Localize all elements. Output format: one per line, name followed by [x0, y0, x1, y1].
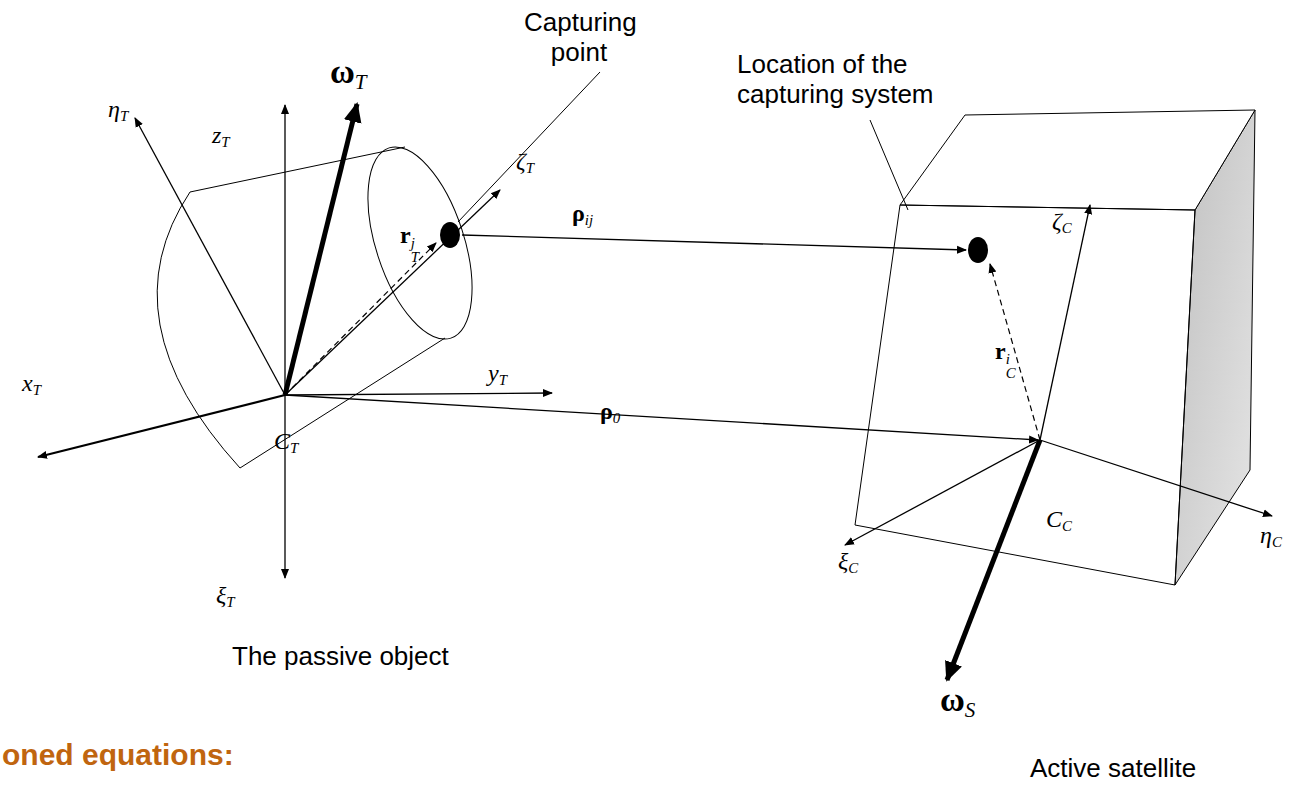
target-axes: [38, 105, 552, 578]
capturing-system-point: [968, 237, 988, 263]
vector-symbol: rjT: [400, 222, 419, 264]
vector-symbol: ωT: [330, 52, 367, 95]
axis-label: zT: [212, 122, 230, 152]
callout-label: Location of the capturing system: [737, 50, 1005, 110]
origin-label: CC: [1046, 506, 1072, 536]
leader-line: [870, 120, 908, 210]
object-caption: Active satellite: [1030, 754, 1196, 784]
axis-label: xT: [22, 370, 41, 400]
omega-t-vector: [285, 104, 357, 395]
capture-axes: [845, 205, 1272, 545]
satellite-box: [855, 110, 1255, 585]
rho-ij-vector: [462, 235, 966, 250]
vector-symbol: ωS: [940, 680, 975, 723]
omega-s-vector: [947, 440, 1040, 680]
vector-symbol: riC: [995, 338, 1016, 380]
capturing-point: [440, 222, 460, 248]
origin-label: CT: [274, 428, 298, 458]
rho-0-vector: [285, 395, 1038, 440]
axis-label: yT: [488, 360, 507, 390]
r-c-vector: [990, 264, 1040, 440]
vector-symbol: ρij: [572, 200, 593, 230]
axis-label: ηT: [108, 96, 128, 126]
r-t-vector: [285, 243, 436, 395]
axis-label: ζC: [1052, 208, 1072, 238]
vector-symbol: ρ0: [600, 398, 620, 428]
axis-label: ζT: [516, 148, 534, 178]
cylinder-body: [157, 134, 493, 468]
section-heading: oned equations:: [2, 738, 234, 773]
object-caption: The passive object: [232, 642, 449, 672]
axis-label: ξT: [216, 582, 235, 612]
axis-label: ξC: [838, 548, 858, 578]
axis-label: ηC: [1260, 522, 1282, 552]
callout-label: Capturing point: [524, 8, 634, 68]
leader-line: [458, 72, 600, 222]
